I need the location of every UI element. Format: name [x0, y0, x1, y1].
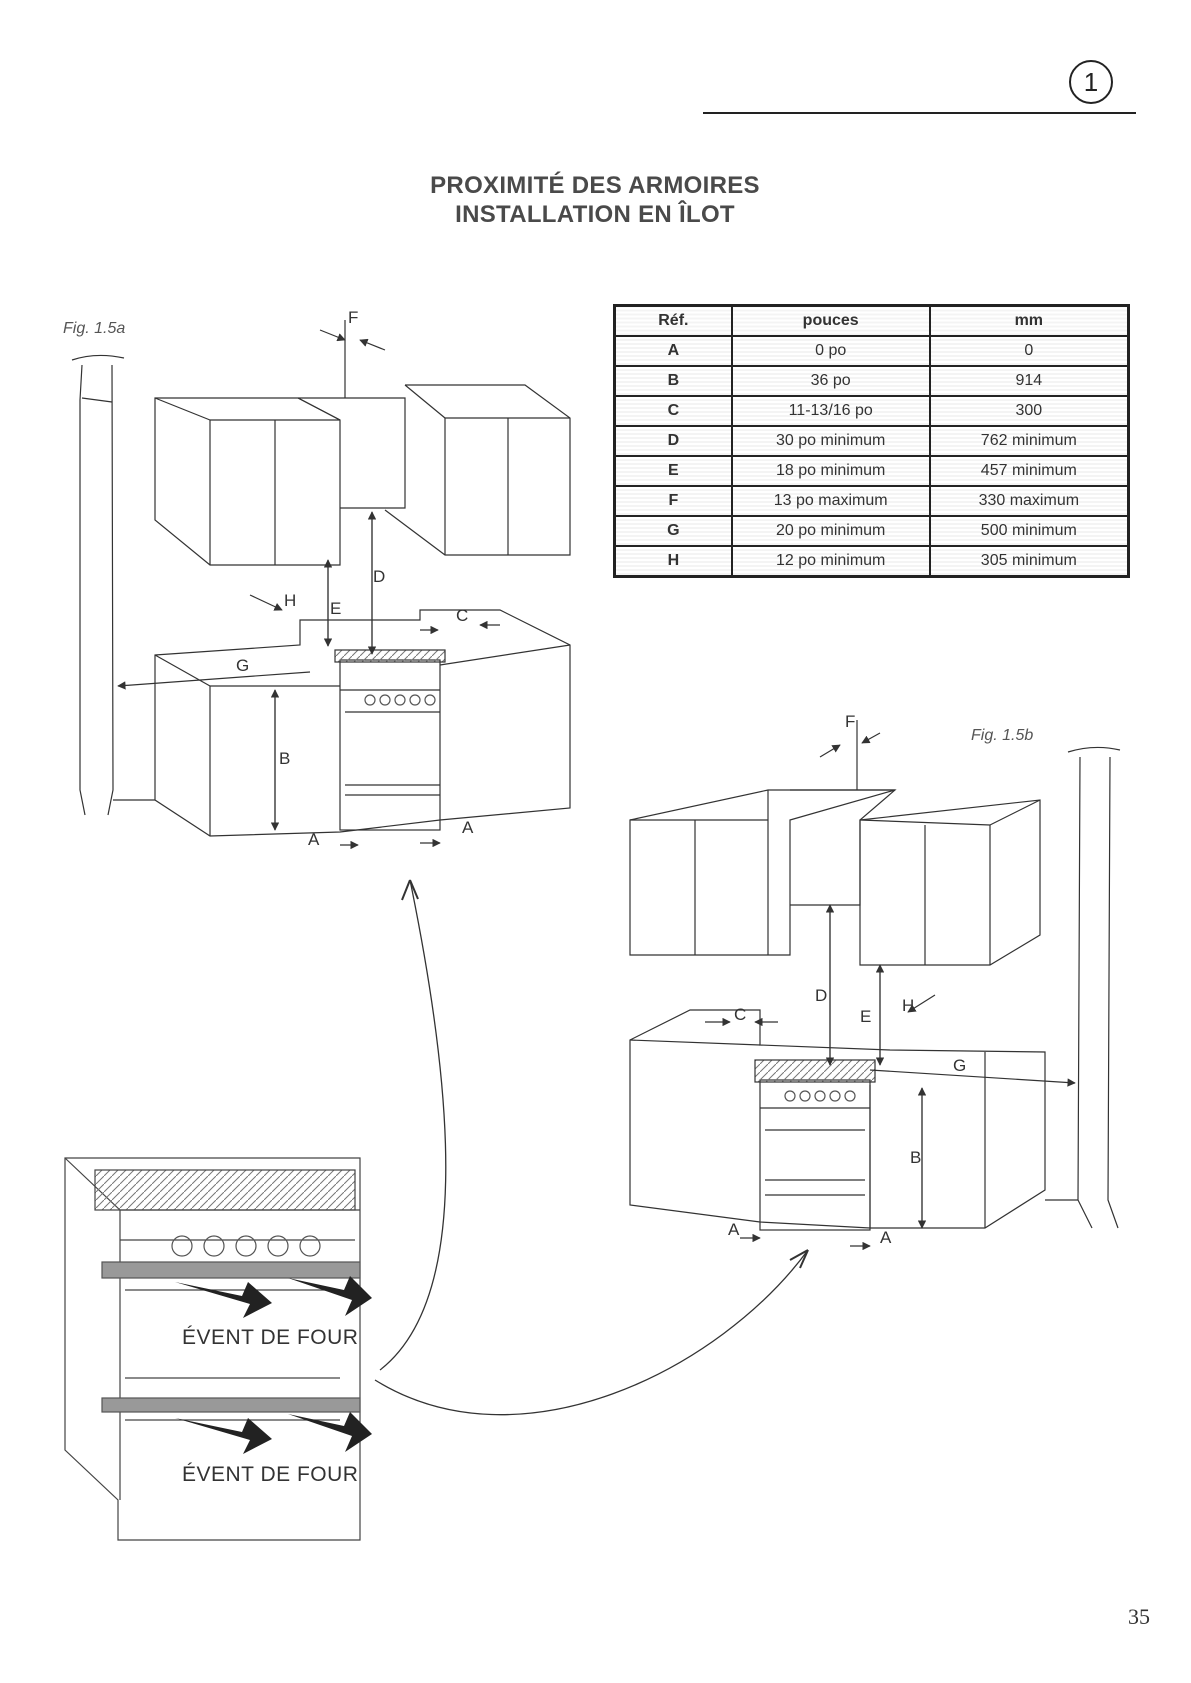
callout-arrows	[374, 879, 809, 1416]
page-number: 35	[1128, 1604, 1150, 1629]
inches-cell: 20 po minimum	[730, 515, 931, 547]
figure-1-5b-dimension-labels: F D E H C G B A A	[728, 712, 966, 1247]
ref-cell: B	[613, 365, 733, 397]
mm-cell: 762 minimum	[928, 425, 1130, 457]
column-header-inches: pouces	[730, 304, 931, 337]
dim-label-e: E	[860, 1007, 871, 1026]
inches-cell: 18 po minimum	[730, 455, 931, 487]
airflow-arrow	[175, 1418, 272, 1454]
mm-cell: 0	[928, 335, 1130, 367]
figure-1-5a-drawing	[71, 320, 571, 850]
page-title-line-1: PROXIMITÉ DES ARMOIRES	[430, 172, 760, 199]
airflow-arrow	[288, 1276, 372, 1316]
mm-cell: 305 minimum	[928, 545, 1130, 578]
airflow-arrow	[288, 1412, 372, 1452]
mm-cell: 457 minimum	[928, 455, 1130, 487]
column-header-ref: Réf.	[613, 304, 733, 337]
section-number-badge: 1	[1069, 60, 1113, 104]
figure-label-1-5a: Fig. 1.5a	[63, 320, 126, 337]
dim-label-h: H	[902, 996, 914, 1015]
oven-vent-detail	[64, 1157, 361, 1541]
figure-1-5a-dimension-labels: F D H E C G B A A	[236, 308, 474, 849]
dim-label-d: D	[373, 567, 385, 586]
inches-cell: 11-13/16 po	[730, 395, 931, 427]
header-rule	[703, 112, 1136, 114]
oven-vent-label-upper: ÉVENT DE FOUR	[182, 1326, 359, 1349]
inches-cell: 13 po maximum	[730, 485, 931, 517]
ref-cell: H	[613, 545, 733, 578]
vent-airflow-arrows	[175, 1276, 372, 1454]
dim-label-a-left: A	[728, 1220, 740, 1239]
dim-label-c: C	[734, 1005, 746, 1024]
column-header-mm: mm	[928, 304, 1130, 337]
inches-cell: 0 po	[730, 335, 931, 367]
figure-label-1-5b: Fig. 1.5b	[971, 727, 1034, 744]
dim-label-d: D	[815, 986, 827, 1005]
airflow-arrow	[175, 1282, 272, 1318]
oven-vent-label-lower: ÉVENT DE FOUR	[182, 1463, 359, 1486]
dim-label-b: B	[279, 749, 290, 768]
figure-1-5b-drawing	[629, 720, 1121, 1251]
dim-label-h: H	[284, 591, 296, 610]
dim-label-a-left: A	[308, 830, 320, 849]
ref-cell: D	[613, 425, 733, 457]
ref-cell: E	[613, 455, 733, 487]
dim-label-f: F	[348, 308, 358, 327]
dim-label-b: B	[910, 1148, 921, 1167]
inches-cell: 36 po	[730, 365, 931, 397]
ref-cell: C	[613, 395, 733, 427]
page-title-line-2: INSTALLATION EN ÎLOT	[455, 201, 735, 228]
dim-label-a-right: A	[462, 818, 474, 837]
ref-cell: F	[613, 485, 733, 517]
inches-cell: 30 po minimum	[730, 425, 931, 457]
inches-cell: 12 po minimum	[730, 545, 931, 578]
dim-label-a-right: A	[880, 1228, 892, 1247]
dim-label-c: C	[456, 606, 468, 625]
ref-cell: A	[613, 335, 733, 367]
mm-cell: 330 maximum	[928, 485, 1130, 517]
mm-cell: 500 minimum	[928, 515, 1130, 547]
ref-cell: G	[613, 515, 733, 547]
table-header-row: Réf. pouces mm	[613, 304, 1130, 337]
mm-cell: 300	[928, 395, 1130, 427]
dim-label-g: G	[953, 1056, 966, 1075]
dim-label-g: G	[236, 656, 249, 675]
dim-label-f: F	[845, 712, 855, 731]
dim-label-e: E	[330, 599, 341, 618]
mm-cell: 914	[928, 365, 1130, 397]
